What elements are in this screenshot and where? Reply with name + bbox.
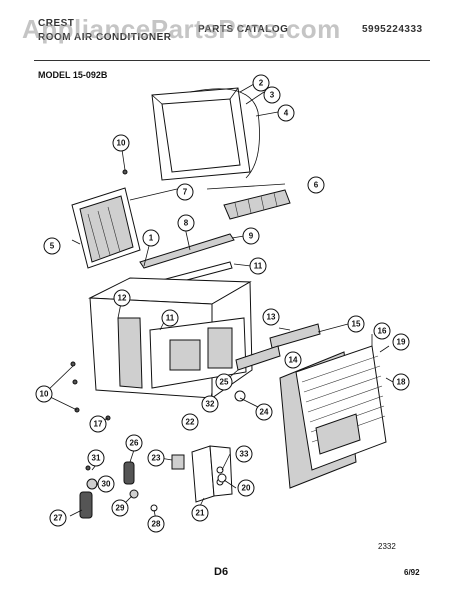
svg-text:1: 1 — [149, 234, 154, 243]
watermark: AppliancePartsPros.com — [22, 14, 341, 44]
svg-text:11: 11 — [166, 314, 175, 323]
screws — [70, 169, 128, 471]
callout-12: 12 — [113, 289, 131, 307]
callout-20: 20 — [237, 479, 255, 497]
svg-text:13: 13 — [267, 313, 276, 322]
callout-7: 7 — [176, 183, 194, 201]
callout-10: 10 — [112, 134, 130, 152]
header-catalog: PARTS CATALOG — [198, 24, 289, 35]
header-part-number: 5995224333 — [362, 24, 423, 35]
callout-24: 24 — [255, 403, 273, 421]
callout-31: 31 — [87, 449, 105, 467]
svg-text:3: 3 — [270, 91, 275, 100]
callout-2: 2 — [252, 74, 270, 92]
callout-29: 29 — [111, 499, 129, 517]
svg-text:24: 24 — [260, 408, 269, 417]
svg-text:6: 6 — [314, 181, 319, 190]
svg-text:10: 10 — [40, 390, 49, 399]
callout-33: 33 — [235, 445, 253, 463]
front-panel-frame — [151, 87, 260, 181]
svg-text:10: 10 — [117, 139, 126, 148]
callout-1: 1 — [142, 229, 160, 247]
svg-text:21: 21 — [196, 509, 205, 518]
callout-6: 6 — [307, 176, 325, 194]
callout-15: 15 — [347, 315, 365, 333]
svg-text:7: 7 — [183, 188, 188, 197]
svg-text:32: 32 — [206, 400, 215, 409]
callout-19: 19 — [392, 333, 410, 351]
callout-8: 8 — [177, 214, 195, 232]
svg-text:28: 28 — [152, 520, 161, 529]
svg-text:19: 19 — [397, 338, 406, 347]
svg-text:16: 16 — [378, 327, 387, 336]
callout-11: 11 — [249, 257, 267, 275]
header-product: ROOM AIR CONDITIONER — [38, 32, 172, 43]
svg-text:11: 11 — [254, 262, 263, 271]
callout-4: 4 — [277, 104, 295, 122]
svg-text:14: 14 — [289, 356, 298, 365]
drawing-number: 2332 — [378, 542, 396, 551]
front-grille — [279, 345, 387, 489]
callout-5: 5 — [43, 237, 61, 255]
svg-text:25: 25 — [220, 378, 229, 387]
svg-text:9: 9 — [249, 232, 254, 241]
svg-text:23: 23 — [152, 454, 161, 463]
callout-23: 23 — [147, 449, 165, 467]
revision-date: 6/92 — [404, 568, 420, 577]
svg-text:29: 29 — [116, 504, 125, 513]
callout-28: 28 — [147, 515, 165, 533]
callout-10: 10 — [35, 385, 53, 403]
model-label: MODEL 15-092B — [38, 70, 108, 80]
svg-text:12: 12 — [118, 294, 127, 303]
svg-text:2: 2 — [259, 79, 264, 88]
page-number: D6 — [214, 566, 229, 578]
header-rule — [34, 60, 430, 61]
callout-3: 3 — [263, 86, 281, 104]
svg-text:18: 18 — [397, 378, 406, 387]
svg-text:15: 15 — [352, 320, 361, 329]
callout-27: 27 — [49, 509, 67, 527]
cabinet-housing — [88, 277, 253, 399]
svg-text:20: 20 — [242, 484, 251, 493]
svg-text:33: 33 — [240, 450, 249, 459]
knobs-hardware — [79, 390, 246, 519]
callout-22: 22 — [181, 413, 199, 431]
callout-16: 16 — [373, 322, 391, 340]
side-filter-panel — [71, 187, 141, 269]
svg-text:17: 17 — [94, 420, 103, 429]
louver-strip — [223, 189, 291, 220]
callout-11: 11 — [161, 309, 179, 327]
callout-bubbles: 1 2 3 4 5 6 7 8 9 10 10 11 11 12 13 14 1… — [35, 74, 410, 533]
svg-text:27: 27 — [54, 514, 63, 523]
callout-26: 26 — [125, 434, 143, 452]
svg-text:30: 30 — [102, 480, 111, 489]
heater-elements — [235, 323, 321, 371]
callout-9: 9 — [242, 227, 260, 245]
svg-text:26: 26 — [130, 439, 139, 448]
svg-text:4: 4 — [284, 109, 289, 118]
callout-13: 13 — [262, 308, 280, 326]
callout-32: 32 — [201, 395, 219, 413]
callout-21: 21 — [191, 504, 209, 522]
svg-text:5: 5 — [50, 242, 55, 251]
header-brand: CREST — [38, 18, 75, 29]
callout-14: 14 — [284, 351, 302, 369]
callout-18: 18 — [392, 373, 410, 391]
control-bracket — [191, 445, 233, 503]
svg-text:31: 31 — [92, 454, 101, 463]
callout-25: 25 — [215, 373, 233, 391]
callout-17: 17 — [89, 415, 107, 433]
callout-30: 30 — [97, 475, 115, 493]
svg-text:22: 22 — [186, 418, 195, 427]
svg-text:8: 8 — [184, 219, 189, 228]
